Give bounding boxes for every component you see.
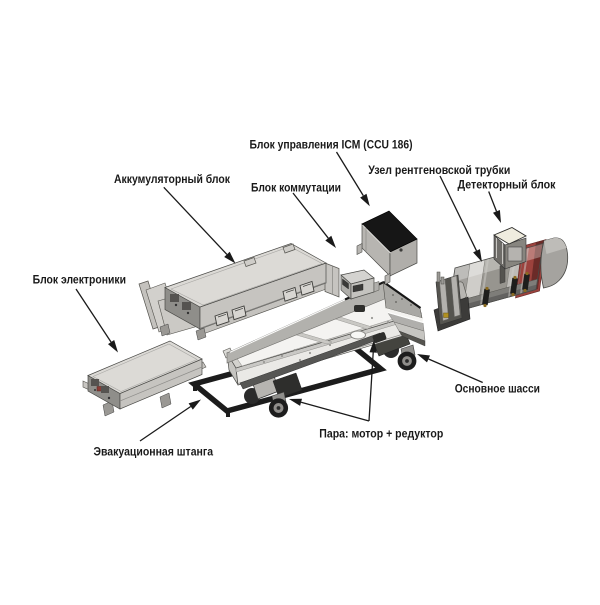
- svg-text:Узел рентгеновской трубки: Узел рентгеновской трубки: [368, 163, 510, 177]
- svg-text:Блок электроники: Блок электроники: [33, 273, 126, 287]
- svg-text:Пара: мотор + редуктор: Пара: мотор + редуктор: [319, 426, 443, 440]
- svg-text:Блок управления ICM (CCU 186): Блок управления ICM (CCU 186): [250, 137, 413, 151]
- svg-text:Детекторный блок: Детекторный блок: [458, 177, 557, 191]
- svg-text:Аккумуляторный блок: Аккумуляторный блок: [114, 172, 231, 186]
- svg-text:Блок коммутации: Блок коммутации: [251, 180, 341, 194]
- svg-text:Основное шасси: Основное шасси: [455, 382, 540, 396]
- svg-text:Эвакуационная штанга: Эвакуационная штанга: [94, 444, 214, 458]
